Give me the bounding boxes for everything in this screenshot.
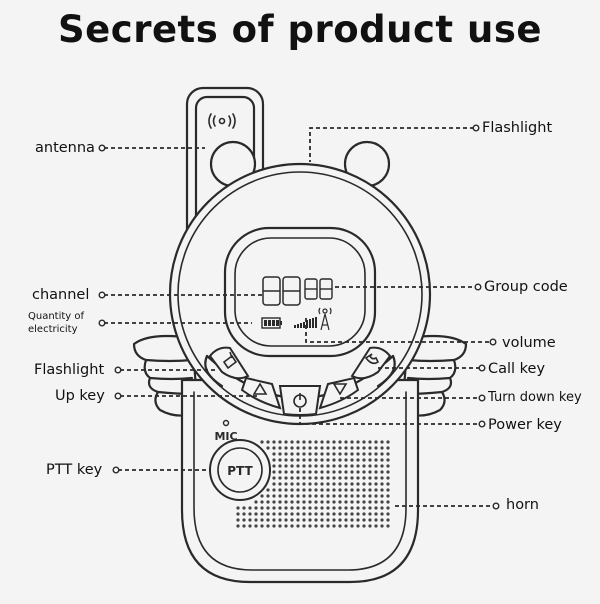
power-icon [293,393,307,408]
group-code-digits [304,278,333,300]
phone-icon [364,353,380,365]
ptt-button-label: PTT [227,464,253,478]
label-quantity-of-electricity: Quantity of electricity [28,311,84,336]
label-flashlight-left: Flashlight [34,362,105,378]
label-call-key: Call key [488,361,546,377]
up-arrow-icon [252,382,268,395]
label-horn: horn [506,497,539,513]
label-turn-down-key: Turn down key [488,390,582,405]
lower-body [180,378,420,584]
flashlight-icon [222,351,238,370]
leader-lines [104,127,494,507]
mic-hole [222,419,230,427]
battery-icon [261,317,282,329]
label-quantity-line1: Quantity of [28,311,85,322]
label-up-key: Up key [55,388,105,404]
label-ptt-key: PTT key [46,462,103,478]
flashlight-button[interactable] [208,346,250,380]
volume-bars-icon [294,317,317,328]
tower-icon [318,307,332,331]
speaker-grille [236,440,390,528]
channel-digits [262,276,301,306]
label-power-key: Power key [488,417,562,433]
label-group-code: Group code [484,279,568,295]
up-button[interactable] [240,376,282,410]
label-quantity-line2: electricity [28,323,78,335]
mic-label: MIC [214,430,237,443]
label-antenna: antenna [35,140,95,156]
ptt-button[interactable]: PTT [209,439,271,501]
label-channel: channel [32,287,90,303]
leader-endpoints [98,124,500,510]
down-arrow-icon [332,383,348,396]
label-flashlight-top: Flashlight [482,120,553,136]
label-volume: volume [502,335,556,351]
page-title: Secrets of product use [58,8,542,51]
signal-icon [208,113,236,129]
power-button[interactable] [278,385,322,416]
